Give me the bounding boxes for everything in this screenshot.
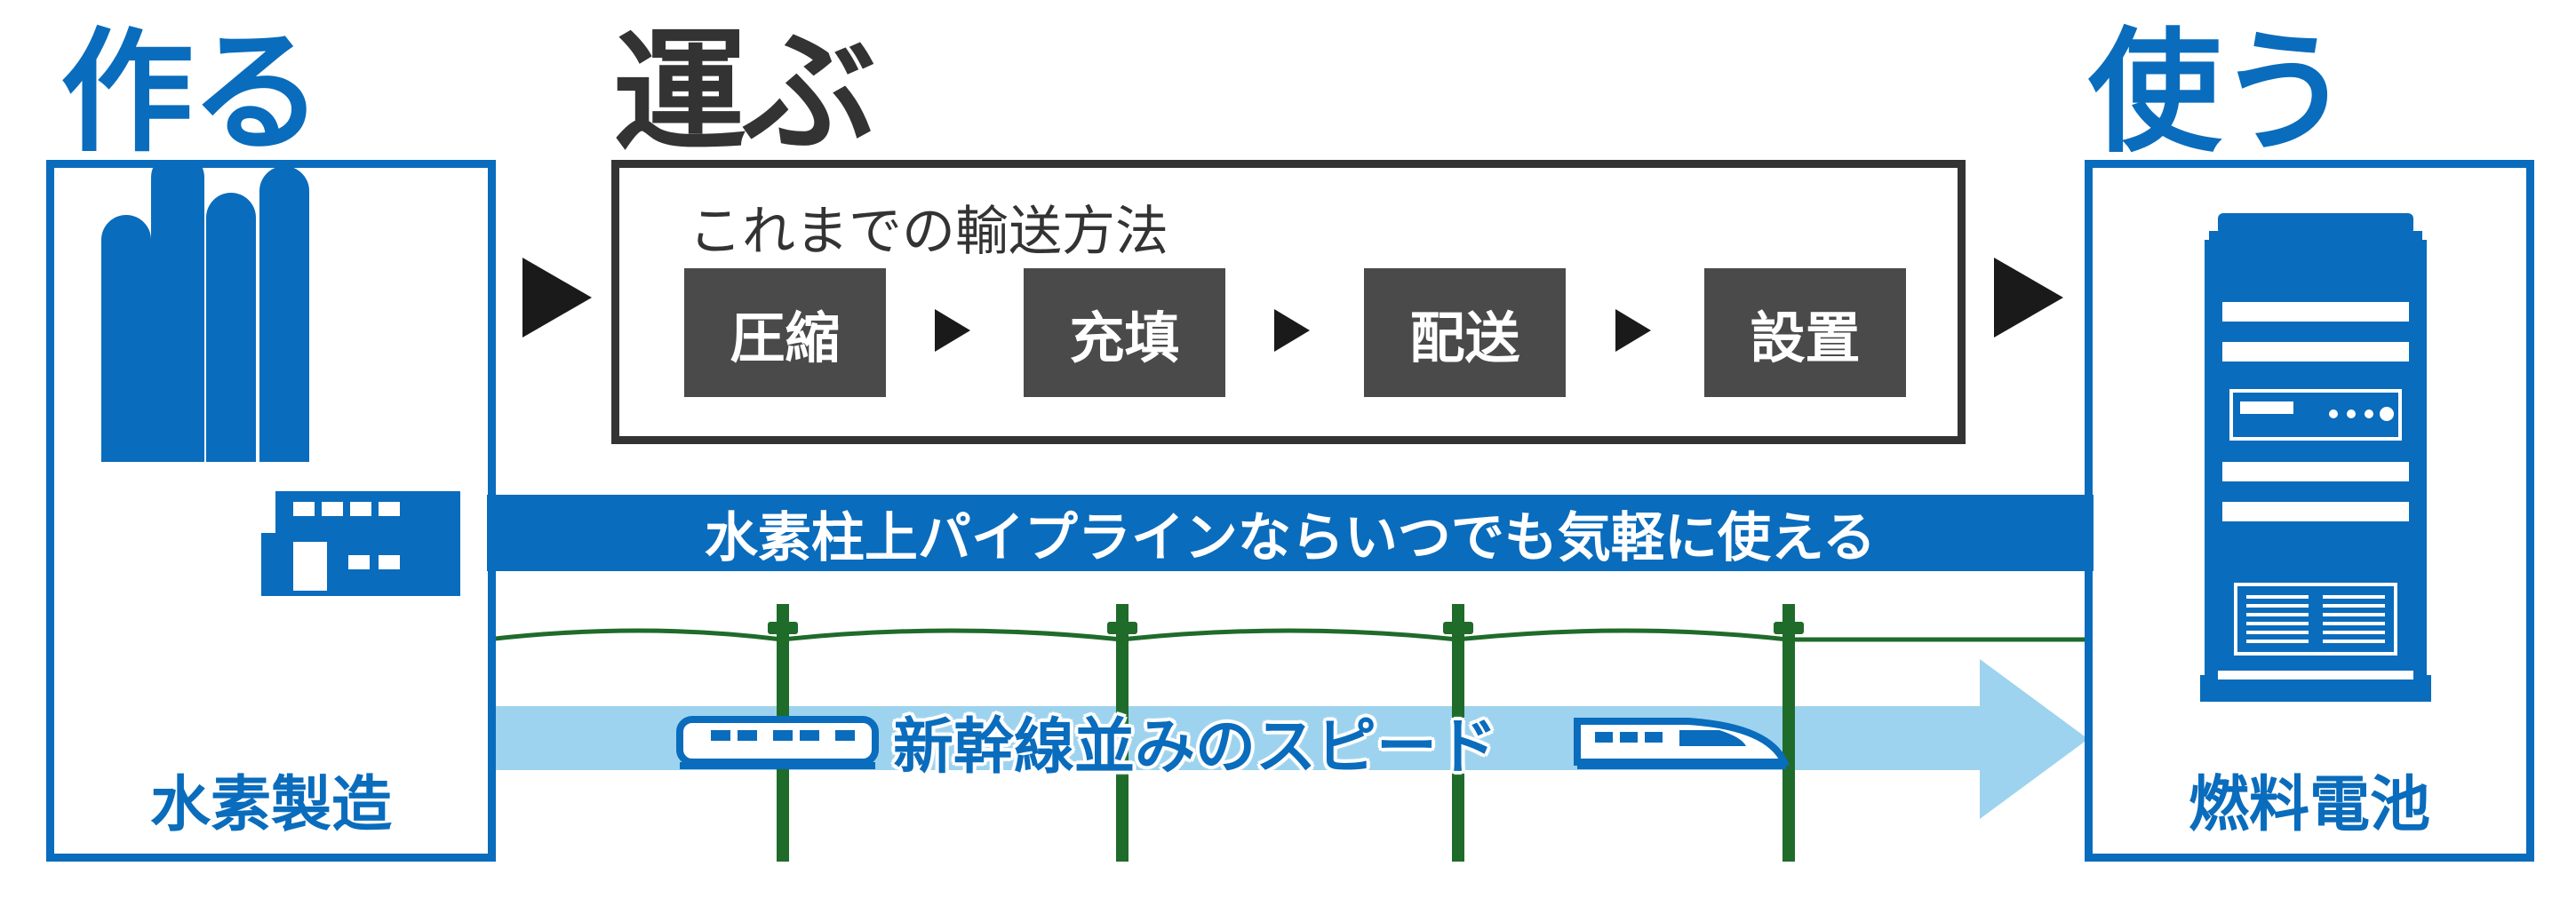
step-deliver: 配送 [1364,268,1566,397]
train-speed-text: 新幹線並みのスピード [893,712,1498,783]
overhead-wire [486,628,2093,642]
fuel-cell-icon [2200,213,2431,702]
train-right-icon [1574,718,1790,769]
step-arrow-icon [1274,309,1310,352]
production-label: 水素製造 [149,770,392,840]
pipeline-band [487,495,2093,571]
heading-make: 作る [60,16,323,171]
pipeline-text: 水素柱上パイプラインならいつでも気軽に使える [704,506,1877,569]
step-compress: 圧縮 [684,268,886,397]
conventional-method-title: これまでの輸送方法 [689,201,1168,263]
heading-use: 使う [2088,16,2351,171]
step-arrow-icon [935,309,970,352]
heading-transport: 運ぶ [613,16,876,171]
step-arrow-icon [1615,309,1651,352]
utility-poles [768,604,1804,862]
step-fill: 充填 [1024,268,1225,397]
factory-icon [101,160,460,596]
train-left-icon [676,716,879,769]
step-install: 設置 [1704,268,1906,397]
arrow-to-transport-icon [522,258,592,338]
fuel-cell-label: 燃料電池 [2188,770,2430,840]
arrow-to-use-icon [1994,258,2063,338]
